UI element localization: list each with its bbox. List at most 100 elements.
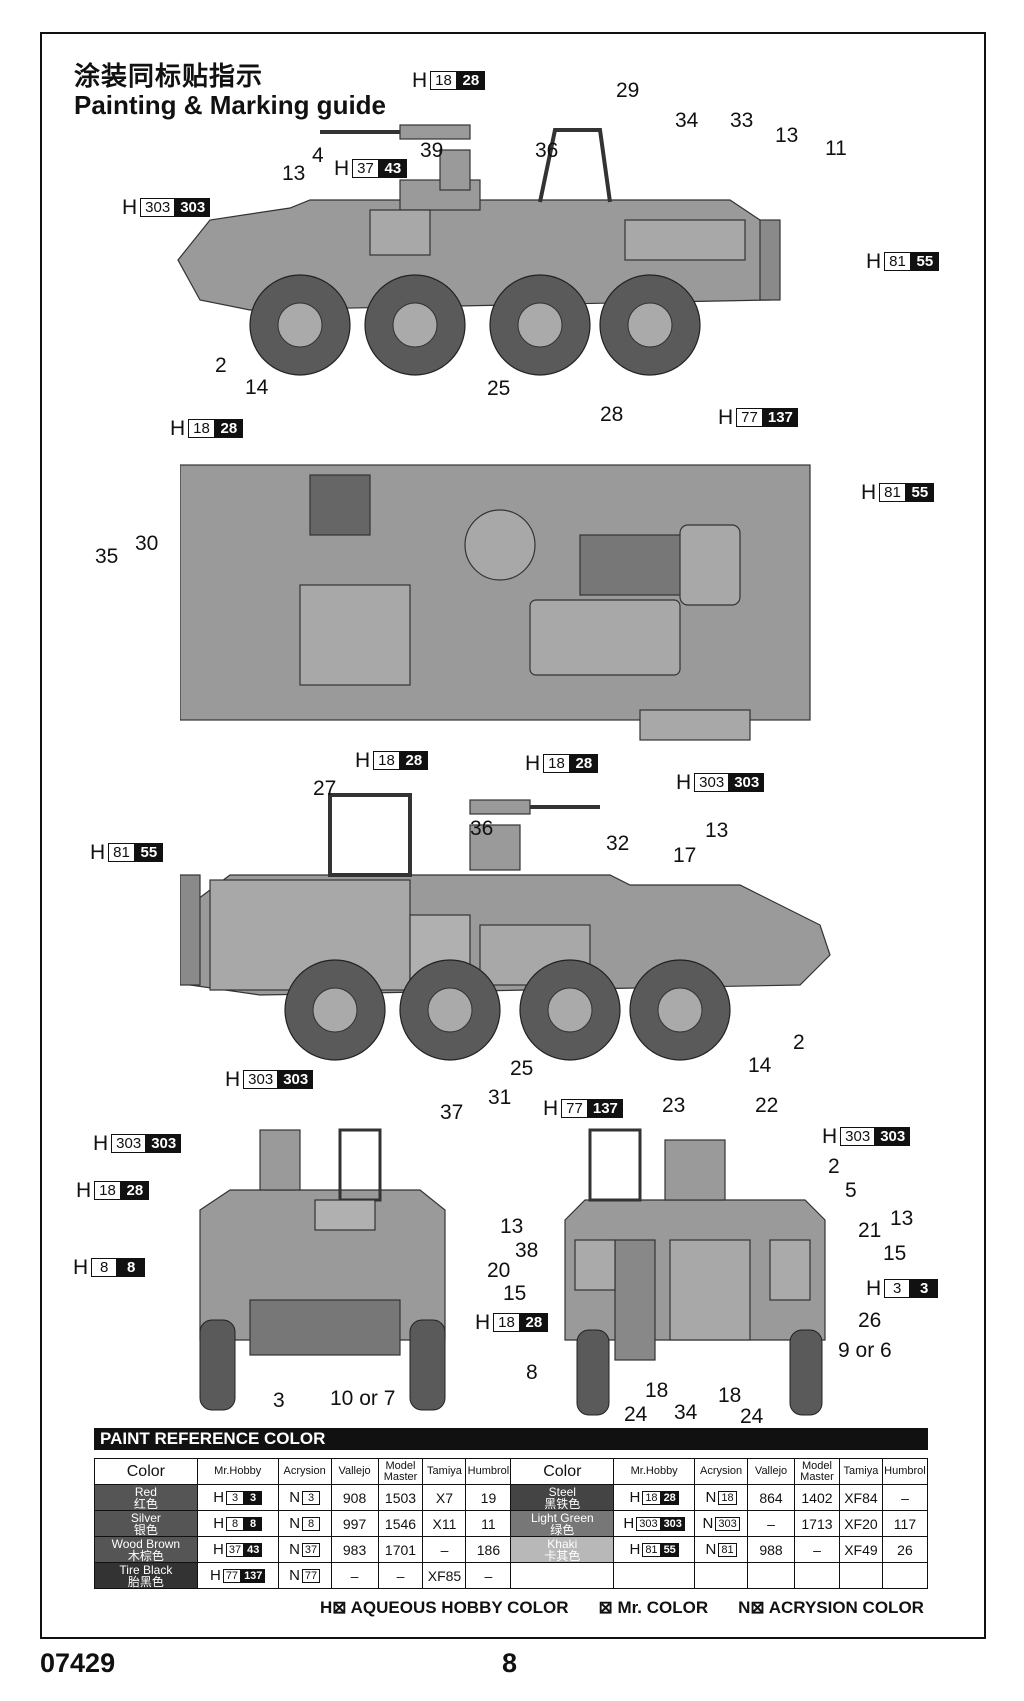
tamiya-cell: XF84 (838, 1484, 883, 1511)
humbrol-cell: – (465, 1562, 512, 1589)
part-callout: 21 (858, 1219, 882, 1242)
color-name-en: Steel (548, 1484, 576, 1499)
column-header: Color (94, 1458, 198, 1485)
h-prefix: H (623, 1515, 635, 1532)
h-aqueous-code: 303 (636, 1516, 661, 1531)
part-callout: 15 (503, 1282, 527, 1305)
color-name-en: Wood Brown (111, 1536, 181, 1551)
color-name-cn: 红色 (133, 1496, 158, 1511)
part-callout: 5 (845, 1179, 857, 1202)
vallejo-cell: 988 (747, 1536, 795, 1563)
vehicle-left-side-view (177, 124, 781, 376)
color-legend: H⊠ AQUEOUS HOBBY COLOR ⊠ Mr. COLOR N⊠ AC… (320, 1598, 924, 1618)
empty-cell (510, 1562, 615, 1589)
column-header: Vallejo (747, 1458, 795, 1485)
h-aqueous-code: 77 (222, 1568, 242, 1583)
column-header: Model Master (377, 1458, 424, 1485)
part-callout: 11 (825, 137, 847, 160)
humbrol-cell: 186 (465, 1536, 512, 1563)
part-callout: 8 (526, 1361, 538, 1384)
mm-cell: – (794, 1536, 840, 1563)
tamiya-cell: XF20 (838, 1510, 883, 1537)
n-prefix: N (289, 1515, 301, 1532)
title-english: Painting & Marking guide (74, 90, 387, 120)
n-code: 37 (301, 1542, 321, 1557)
color-name-cn: 木棕色 (127, 1548, 164, 1563)
part-callout: 2 (793, 1031, 805, 1054)
color-name-cn: 绿色 (550, 1522, 575, 1537)
vallejo-cell: – (747, 1510, 795, 1537)
color-name-cn: 卡其色 (544, 1548, 581, 1563)
part-callout: 32 (606, 832, 630, 855)
part-callout: 2 (828, 1155, 840, 1178)
part-callout: 27 (313, 777, 337, 800)
part-callout: 37 (440, 1101, 464, 1124)
n-prefix: N (705, 1489, 717, 1506)
vallejo-cell: 864 (747, 1484, 795, 1511)
n-code: 18 (718, 1490, 737, 1505)
color-name-cn: 胎黑色 (127, 1574, 164, 1589)
n-code: 3 (302, 1490, 321, 1505)
column-header: Acrysion (694, 1458, 749, 1485)
h-mr-code: 8 (244, 1516, 263, 1531)
part-callout: 9 or 6 (838, 1339, 892, 1362)
empty-cell (694, 1562, 749, 1589)
page-frame (40, 32, 986, 1639)
n-prefix: N (289, 1541, 300, 1558)
column-header: Tamiya (838, 1458, 883, 1485)
n-code: 303 (715, 1516, 740, 1531)
part-callout: 36 (470, 817, 494, 840)
part-callout: 29 (616, 79, 640, 102)
n-prefix: N (705, 1541, 717, 1558)
vehicle-rear-view (564, 1128, 826, 1416)
h-mr-code: 43 (244, 1542, 263, 1557)
h-mr-code: 303 (660, 1516, 685, 1531)
part-callout: 4 (312, 144, 324, 167)
n-code: 81 (718, 1542, 737, 1557)
h-prefix: H (213, 1489, 225, 1506)
column-header: Model Master (794, 1458, 840, 1485)
h-mr-code: 3 (244, 1490, 263, 1505)
part-callout: 25 (487, 377, 511, 400)
humbrol-cell: 26 (881, 1536, 929, 1563)
tamiya-cell: – (422, 1536, 467, 1563)
part-callout: 13 (705, 819, 729, 842)
part-callout: 31 (488, 1086, 512, 1109)
mm-cell: 1503 (377, 1484, 424, 1511)
column-header: Humbrol (881, 1458, 929, 1485)
vallejo-cell: 997 (330, 1510, 379, 1537)
paint-reference-title: PAINT REFERENCE COLOR (94, 1428, 928, 1450)
part-callout: 36 (535, 139, 559, 162)
color-name-en: Light Green (530, 1510, 594, 1525)
part-callout: 35 (95, 545, 119, 568)
mm-cell: 1402 (794, 1484, 840, 1511)
h-aqueous-code: 81 (642, 1542, 661, 1557)
h-prefix: H (213, 1515, 225, 1532)
column-header: Acrysion (277, 1458, 332, 1485)
column-header: Mr.Hobby (613, 1458, 696, 1485)
mm-cell: 1713 (794, 1510, 840, 1537)
part-callout: 10 or 7 (330, 1387, 396, 1410)
n-code: 77 (301, 1568, 321, 1583)
vehicle-top-view (180, 464, 811, 741)
color-name-en: Tire Black (119, 1562, 173, 1577)
column-header: Mr.Hobby (196, 1458, 279, 1485)
